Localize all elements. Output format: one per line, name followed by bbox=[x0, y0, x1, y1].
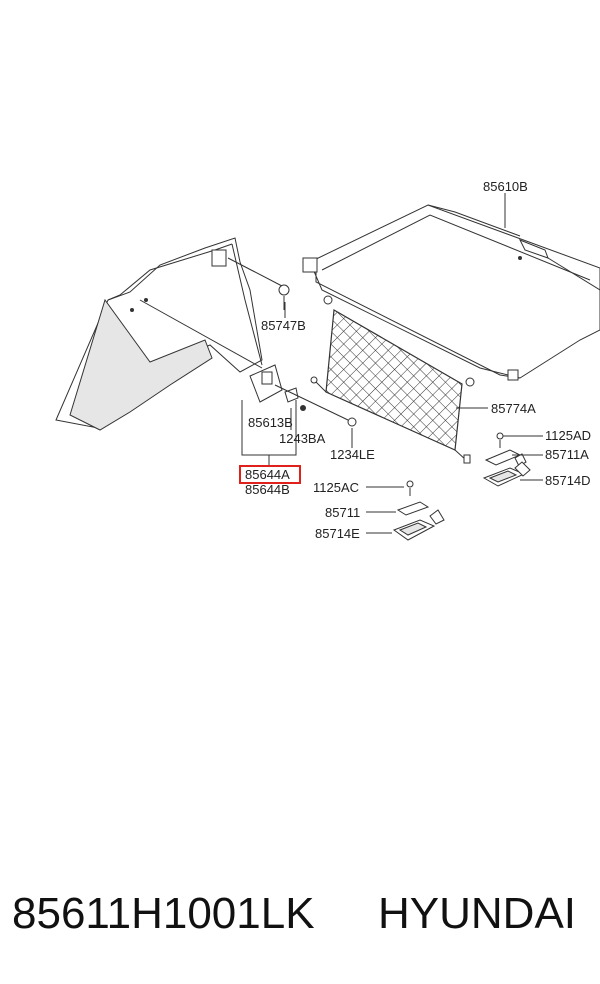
label-85613b: 85613B bbox=[248, 415, 293, 430]
label-1243ba: 1243BA bbox=[279, 431, 326, 446]
bracket-85613b bbox=[249, 364, 306, 411]
label-85774a: 85774A bbox=[491, 401, 536, 416]
hook-85714e bbox=[392, 509, 445, 541]
label-1125ac: 1125AC bbox=[313, 480, 359, 495]
leader-lines bbox=[241, 193, 543, 534]
highlight-box bbox=[239, 465, 301, 484]
caption: 85611H1001LK HYUNDAI bbox=[0, 884, 600, 944]
label-85644a: 85644A bbox=[245, 467, 290, 482]
label-85747b: 85747B bbox=[261, 318, 306, 333]
clip-85747b bbox=[227, 257, 290, 310]
hook-85711a bbox=[484, 432, 527, 467]
luggage-net-85774a bbox=[310, 295, 475, 464]
side-trim-panel bbox=[55, 237, 263, 431]
brand-name: HYUNDAI bbox=[378, 889, 577, 938]
label-85714d: 85714D bbox=[545, 473, 591, 488]
hook-85714d bbox=[482, 461, 531, 487]
label-1234le: 1234LE bbox=[330, 447, 375, 462]
screw-1234le bbox=[274, 384, 357, 448]
label-85711: 85711 bbox=[325, 505, 360, 520]
part-number: 85611H1001LK bbox=[12, 889, 315, 938]
label-85644b: 85644B bbox=[245, 482, 290, 497]
hook-85711 bbox=[396, 480, 430, 516]
label-1125ad: 1125AD bbox=[545, 428, 591, 443]
part-labels: 85610B 85747B 85774A 85613B 1243BA 1234L… bbox=[239, 179, 591, 541]
label-85711a: 85711A bbox=[545, 447, 589, 462]
tonneau-cover-85610b bbox=[302, 204, 600, 381]
label-85714e: 85714E bbox=[315, 526, 360, 541]
label-85610b: 85610B bbox=[483, 179, 528, 194]
